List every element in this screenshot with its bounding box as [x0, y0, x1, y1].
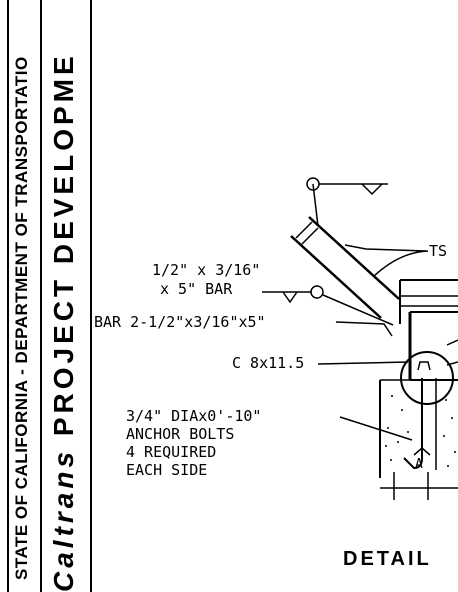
border-line	[40, 0, 42, 592]
detail-title: DETAIL	[343, 548, 432, 570]
border-line	[7, 0, 9, 592]
bar-small-label-line1: 1/2" x 3/16"	[152, 261, 261, 279]
bar-large-label: BAR 2-1/2"x3/16"x5"	[94, 313, 266, 331]
border-line	[90, 0, 92, 592]
anchor-bolt-label-line3: 4 REQUIRED	[126, 443, 217, 461]
channel-label: C 8x11.5	[232, 354, 305, 372]
title-block-strip: STATE OF CALIFORNIA - DEPARTMENT OF TRAN…	[0, 0, 92, 592]
bar-small-label-line2: x 5" BAR	[160, 280, 233, 298]
anchor-bolt-label-line1: 3/4" DIAx0'-10"	[126, 407, 262, 425]
weld-symbol-icon	[310, 285, 324, 299]
ts-label: TS	[429, 242, 448, 260]
section-marker: A	[415, 457, 423, 472]
anchor-bolt-label-line4: EACH SIDE	[126, 461, 208, 479]
anchor-bolt-label-line2: ANCHOR BOLTS	[126, 425, 235, 443]
